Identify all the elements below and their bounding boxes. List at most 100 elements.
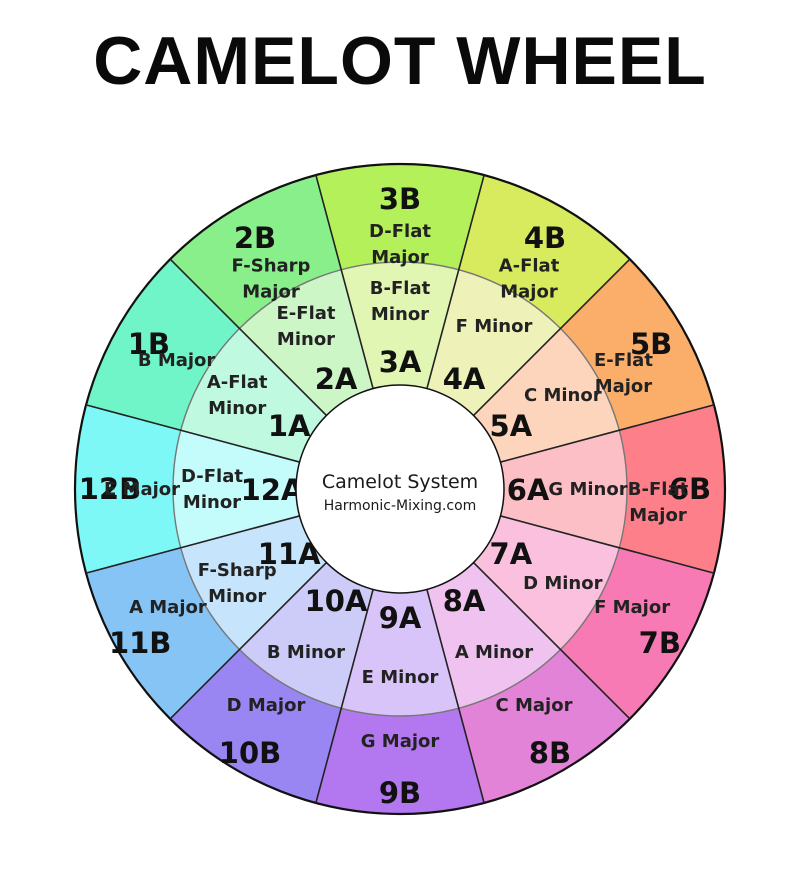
outer-key-5b: E-Flat <box>594 350 653 371</box>
outer-key-6b: Major <box>629 505 687 526</box>
outer-code-3b: 3B <box>379 182 421 216</box>
inner-key-4a: F Minor <box>456 316 533 337</box>
outer-segment-1b <box>86 259 240 431</box>
outer-code-11b: 11B <box>109 626 171 660</box>
outer-key-1b: B Major <box>138 350 216 371</box>
outer-key-3b: D-Flat <box>369 221 431 242</box>
segment-divider <box>85 404 300 463</box>
inner-key-12a: D-Flat <box>181 466 243 487</box>
inner-segment-6a <box>500 430 627 548</box>
inner-code-9a: 9A <box>379 601 422 635</box>
outer-key-7b: F Major <box>594 597 670 618</box>
outer-segment-11b <box>86 547 240 719</box>
inner-key-5a: C Minor <box>524 385 602 406</box>
inner-key-9a: E Minor <box>362 667 439 688</box>
segment-dividers <box>73 162 727 816</box>
outer-segment-2b <box>170 175 342 329</box>
inner-key-11a: F-Sharp <box>198 560 277 581</box>
segment-divider <box>169 561 328 720</box>
outer-key-6b: B-Flat <box>628 479 689 500</box>
outer-segment-7b <box>560 547 714 719</box>
inner-key-11a: Minor <box>208 586 266 607</box>
inner-segment-5a <box>473 328 620 463</box>
segment-divider <box>85 515 300 574</box>
segment-divider <box>426 589 485 804</box>
inner-ring <box>173 262 627 716</box>
outer-segment-3b <box>315 163 485 270</box>
inner-segment-3a <box>341 262 459 389</box>
center-title: Camelot System <box>322 471 478 493</box>
outer-code-9b: 9B <box>379 776 421 810</box>
outer-ring-border <box>73 162 727 816</box>
inner-code-12a: 12A <box>241 473 304 507</box>
inner-segment-7a <box>473 515 620 650</box>
inner-key-2a: Minor <box>277 329 335 350</box>
outer-key-5b: Major <box>595 376 653 397</box>
outer-segment-4b <box>458 175 630 329</box>
inner-key-2a: E-Flat <box>277 303 336 324</box>
outer-code-5b: 5B <box>630 327 672 361</box>
page-title: CAMELOT WHEEL <box>93 23 707 99</box>
inner-code-8a: 8A <box>443 584 486 618</box>
outer-key-4b: Major <box>500 282 558 303</box>
inner-key-8a: A Minor <box>455 642 533 663</box>
inner-code-3a: 3A <box>379 345 422 379</box>
segment-divider <box>472 561 631 720</box>
inner-segment-11a <box>180 515 327 650</box>
inner-key-1a: Minor <box>208 398 266 419</box>
segment-divider <box>315 589 374 804</box>
outer-segment-5b <box>560 259 714 431</box>
outer-code-12b: 12B <box>79 472 141 506</box>
outer-segment-10b <box>170 649 342 803</box>
inner-segment-1a <box>180 328 327 463</box>
outer-ring <box>74 163 725 815</box>
inner-key-10a: B Minor <box>267 642 345 663</box>
inner-code-7a: 7A <box>490 537 533 571</box>
outer-key-2b: Major <box>242 282 300 303</box>
outer-key-11b: A Major <box>129 597 207 618</box>
outer-code-8b: 8B <box>529 736 571 770</box>
middle-ring-border <box>172 261 628 717</box>
inner-key-6a: G Minor <box>548 479 627 500</box>
outer-code-4b: 4B <box>524 221 566 255</box>
inner-key-12a: Minor <box>183 492 241 513</box>
inner-segment-8a <box>426 562 561 709</box>
outer-key-10b: D Major <box>227 695 306 716</box>
segment-divider <box>500 404 715 463</box>
inner-code-10a: 10A <box>305 584 368 618</box>
inner-segment-10a <box>239 562 374 709</box>
inner-segment-2a <box>239 269 374 416</box>
inner-key-3a: Minor <box>371 304 429 325</box>
inner-code-1a: 1A <box>268 409 311 443</box>
segment-divider <box>315 174 374 389</box>
segment-divider <box>472 258 631 417</box>
outer-code-7b: 7B <box>639 626 681 660</box>
inner-key-1a: A-Flat <box>207 372 268 393</box>
inner-code-6a: 6A <box>507 473 550 507</box>
outer-key-2b: F-Sharp <box>232 256 311 277</box>
inner-key-7a: D Minor <box>523 573 602 594</box>
outer-key-9b: G Major <box>361 731 440 752</box>
center-circle <box>295 384 505 594</box>
outer-code-2b: 2B <box>234 221 276 255</box>
inner-code-4a: 4A <box>443 362 486 396</box>
outer-segment-6b <box>619 404 725 574</box>
outer-key-4b: A-Flat <box>499 256 560 277</box>
inner-segment-9a <box>341 589 459 716</box>
inner-code-2a: 2A <box>315 362 358 396</box>
outer-segment-9b <box>315 708 485 815</box>
inner-segment-4a <box>426 269 561 416</box>
segment-divider <box>169 258 328 417</box>
outer-key-12b: E Major <box>104 479 180 500</box>
outer-code-10b: 10B <box>219 736 281 770</box>
outer-key-3b: Major <box>371 247 429 268</box>
outer-segment-8b <box>458 649 630 803</box>
segment-divider <box>500 515 715 574</box>
inner-code-5a: 5A <box>490 409 533 443</box>
outer-segment-12b <box>74 404 181 574</box>
inner-key-3a: B-Flat <box>370 278 431 299</box>
outer-key-8b: C Major <box>496 695 573 716</box>
inner-segment-12a <box>173 430 300 548</box>
